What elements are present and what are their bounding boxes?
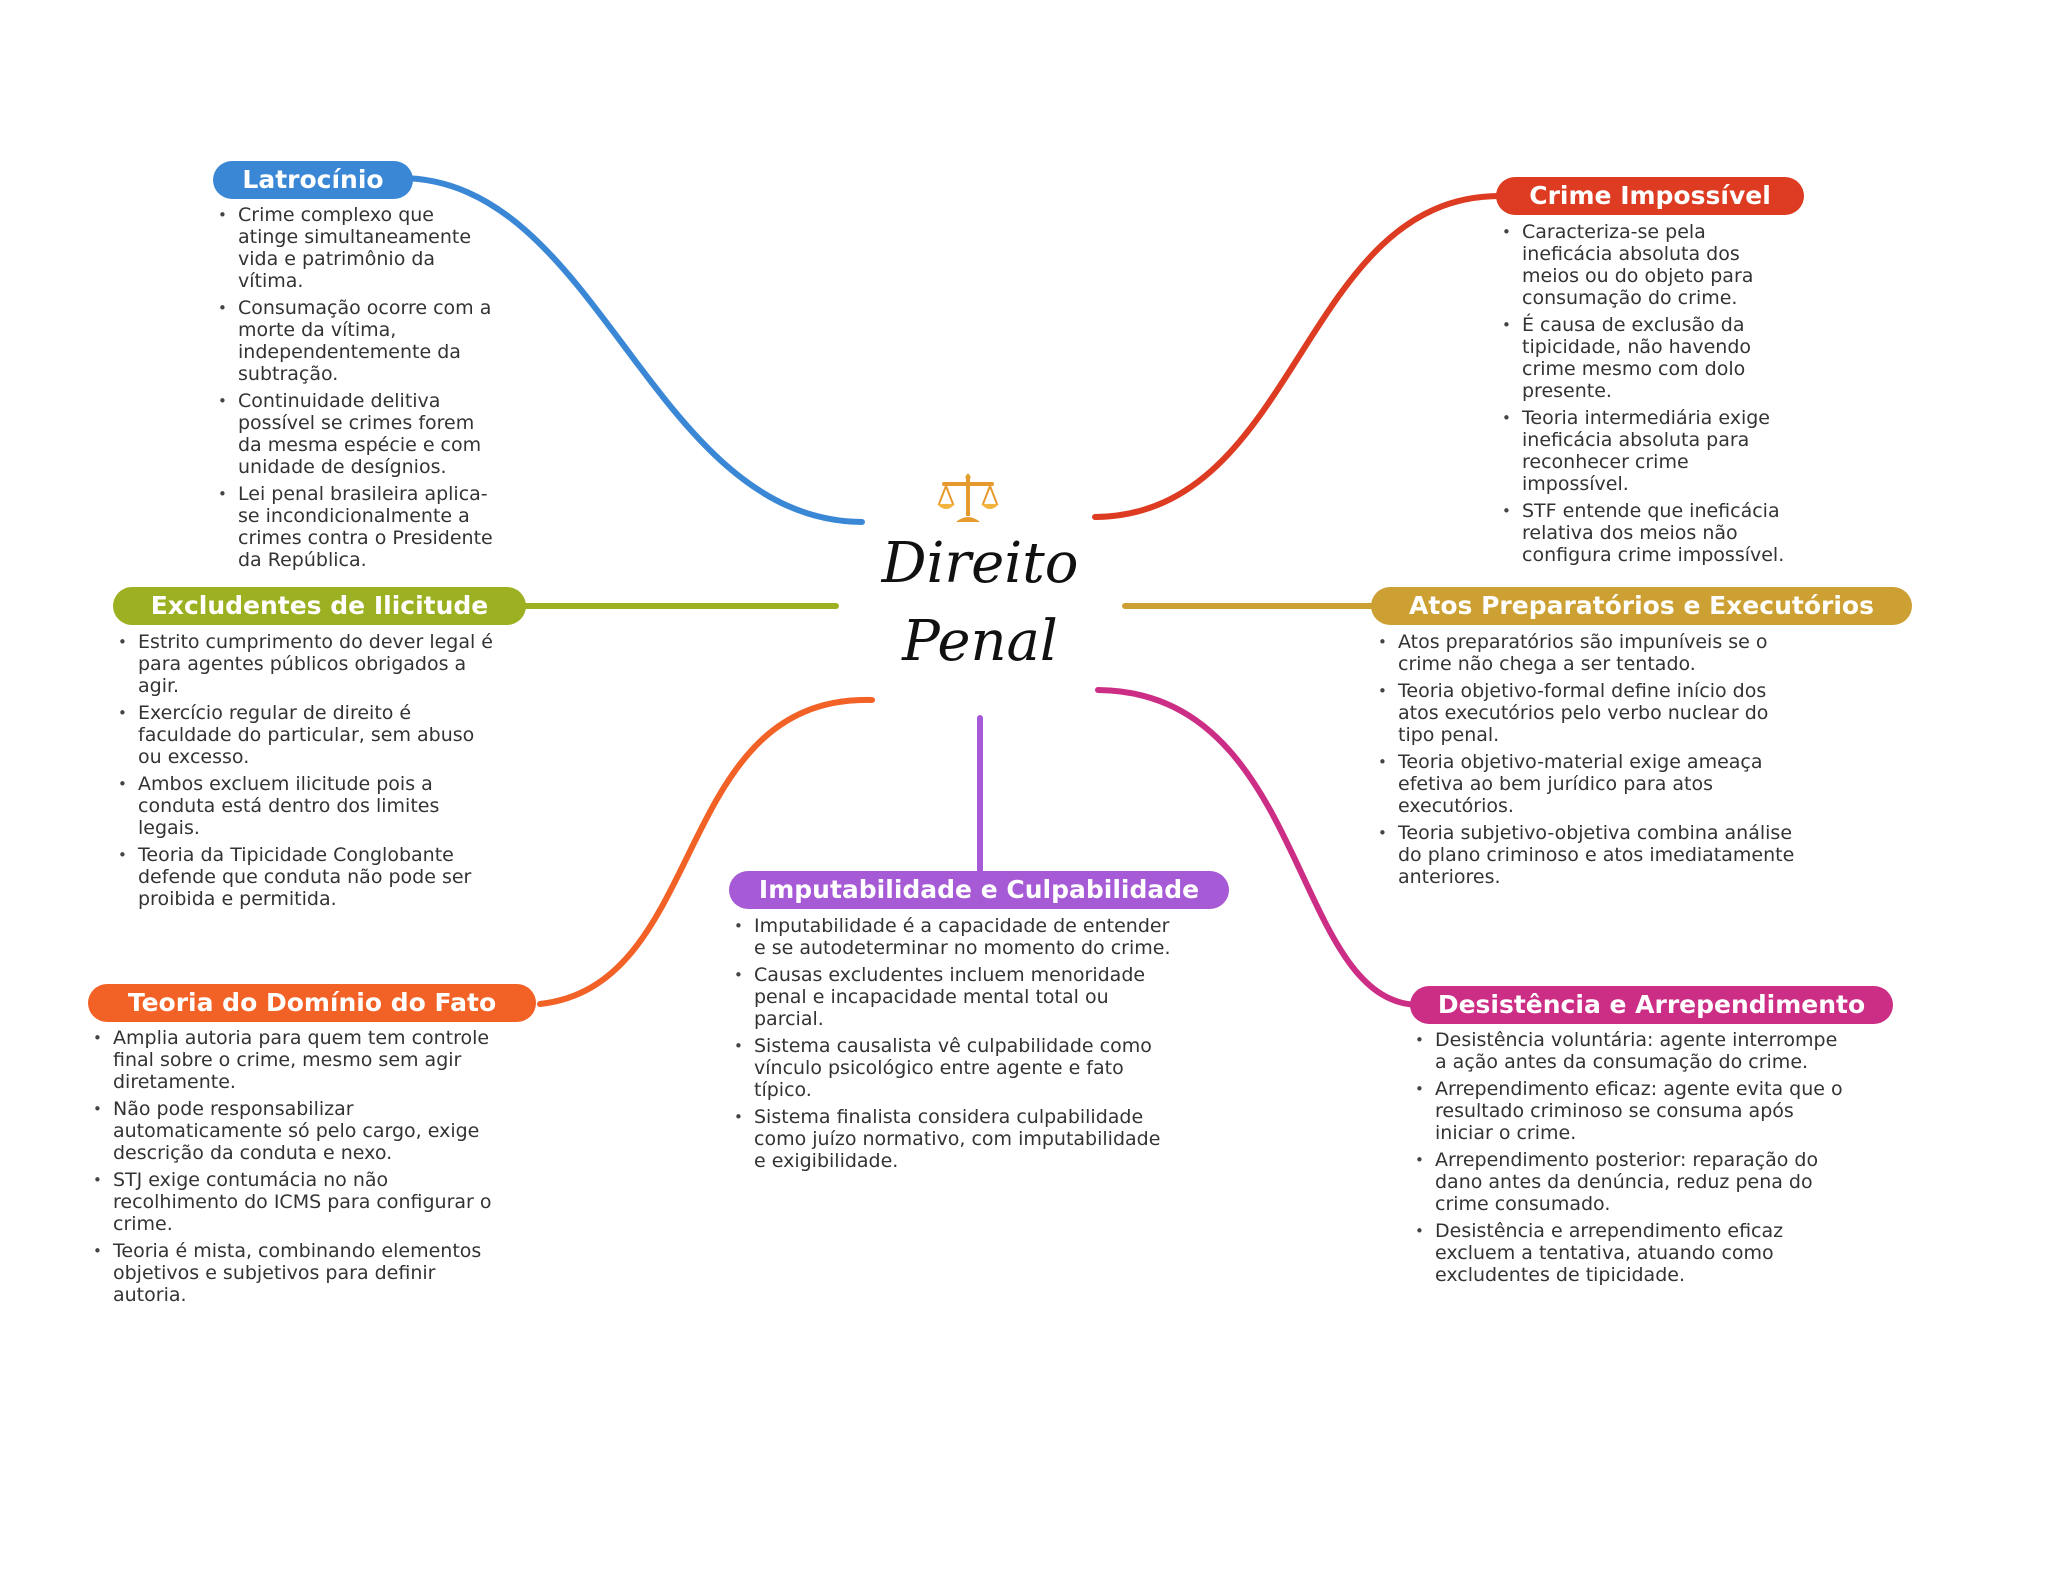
topic-imputabilidade-title: Imputabilidade e Culpabilidade bbox=[758, 875, 1200, 904]
topic-excludentes[interactable]: Excludentes de Ilicitude bbox=[113, 587, 526, 625]
notes-imputabilidade: Imputabilidade é a capacidade de entende… bbox=[732, 915, 1172, 1177]
note-item: Desistência e arrependimento eficaz excl… bbox=[1413, 1220, 1843, 1286]
notes-latrocinio: Crime complexo que atinge simultaneament… bbox=[216, 204, 498, 576]
topic-dominio-title: Teoria do Domínio do Fato bbox=[127, 988, 497, 1017]
note-item: Teoria da Tipicidade Conglobante defende… bbox=[116, 844, 494, 910]
topic-imputabilidade[interactable]: Imputabilidade e Culpabilidade bbox=[729, 871, 1229, 909]
note-item: Sistema causalista vê culpabilidade como… bbox=[732, 1035, 1172, 1101]
notes-atos: Atos preparatórios são impuníveis se o c… bbox=[1376, 631, 1796, 893]
note-item: STF entende que ineficácia relativa dos … bbox=[1500, 500, 1800, 566]
topic-dominio[interactable]: Teoria do Domínio do Fato bbox=[88, 984, 536, 1022]
notes-excludentes: Estrito cumprimento do dever legal é par… bbox=[116, 631, 494, 915]
note-item: Teoria objetivo-formal define início dos… bbox=[1376, 680, 1796, 746]
note-item: É causa de exclusão da tipicidade, não h… bbox=[1500, 314, 1800, 402]
branch-desistencia bbox=[1095, 687, 1423, 1008]
note-item: Não pode responsabilizar automaticamente… bbox=[91, 1098, 501, 1164]
topic-latrocinio-title: Latrocínio bbox=[242, 165, 384, 194]
note-item: Teoria objetivo-material exige ameaça ef… bbox=[1376, 751, 1796, 817]
topic-crime-impossivel[interactable]: Crime Impossível bbox=[1496, 177, 1804, 215]
branch-crime-impossivel bbox=[1092, 193, 1503, 520]
note-item: Continuidade delitiva possível se crimes… bbox=[216, 390, 498, 478]
note-item: Consumação ocorre com a morte da vítima,… bbox=[216, 297, 498, 385]
note-item: Crime complexo que atinge simultaneament… bbox=[216, 204, 498, 292]
note-item: Causas excludentes incluem menoridade pe… bbox=[732, 964, 1172, 1030]
notes-dominio: Amplia autoria para quem tem controle fi… bbox=[91, 1027, 501, 1311]
note-item: Imputabilidade é a capacidade de entende… bbox=[732, 915, 1172, 959]
topic-desistencia[interactable]: Desistência e Arrependimento bbox=[1410, 986, 1893, 1024]
balance-scale-icon bbox=[937, 473, 999, 522]
topic-atos[interactable]: Atos Preparatórios e Executórios bbox=[1371, 587, 1912, 625]
notes-desistencia: Desistência voluntária: agente interromp… bbox=[1413, 1029, 1843, 1291]
note-item: Teoria subjetivo-objetiva combina anális… bbox=[1376, 822, 1796, 888]
note-item: Caracteriza-se pela ineficácia absoluta … bbox=[1500, 221, 1800, 309]
note-item: Arrependimento eficaz: agente evita que … bbox=[1413, 1078, 1843, 1144]
note-item: Teoria é mista, combinando elementos obj… bbox=[91, 1240, 501, 1306]
note-item: Lei penal brasileira aplica-se incondici… bbox=[216, 483, 498, 571]
note-item: Desistência voluntária: agente interromp… bbox=[1413, 1029, 1843, 1073]
note-item: Arrependimento posterior: reparação do d… bbox=[1413, 1149, 1843, 1215]
topic-latrocinio[interactable]: Latrocínio bbox=[213, 161, 413, 199]
note-item: Exercício regular de direito é faculdade… bbox=[116, 702, 494, 768]
central-topic-line-1: Direito bbox=[881, 531, 1079, 596]
topic-atos-title: Atos Preparatórios e Executórios bbox=[1409, 591, 1874, 620]
central-topic: Direito Penal bbox=[860, 525, 1100, 681]
note-item: Estrito cumprimento do dever legal é par… bbox=[116, 631, 494, 697]
branch-latrocinio bbox=[397, 175, 865, 525]
branch-dominio bbox=[537, 696, 875, 1007]
central-topic-line-2: Penal bbox=[902, 609, 1058, 674]
note-item: Sistema finalista considera culpabilidad… bbox=[732, 1106, 1172, 1172]
notes-crime-impossivel: Caracteriza-se pela ineficácia absoluta … bbox=[1500, 221, 1800, 571]
topic-crime-impossivel-title: Crime Impossível bbox=[1529, 181, 1771, 210]
note-item: Atos preparatórios são impuníveis se o c… bbox=[1376, 631, 1796, 675]
note-item: STJ exige contumácia no não recolhimento… bbox=[91, 1169, 501, 1235]
note-item: Teoria intermediária exige ineficácia ab… bbox=[1500, 407, 1800, 495]
topic-desistencia-title: Desistência e Arrependimento bbox=[1437, 990, 1866, 1019]
topic-excludentes-title: Excludentes de Ilicitude bbox=[150, 591, 489, 620]
note-item: Ambos excluem ilicitude pois a conduta e… bbox=[116, 773, 494, 839]
note-item: Amplia autoria para quem tem controle fi… bbox=[91, 1027, 501, 1093]
